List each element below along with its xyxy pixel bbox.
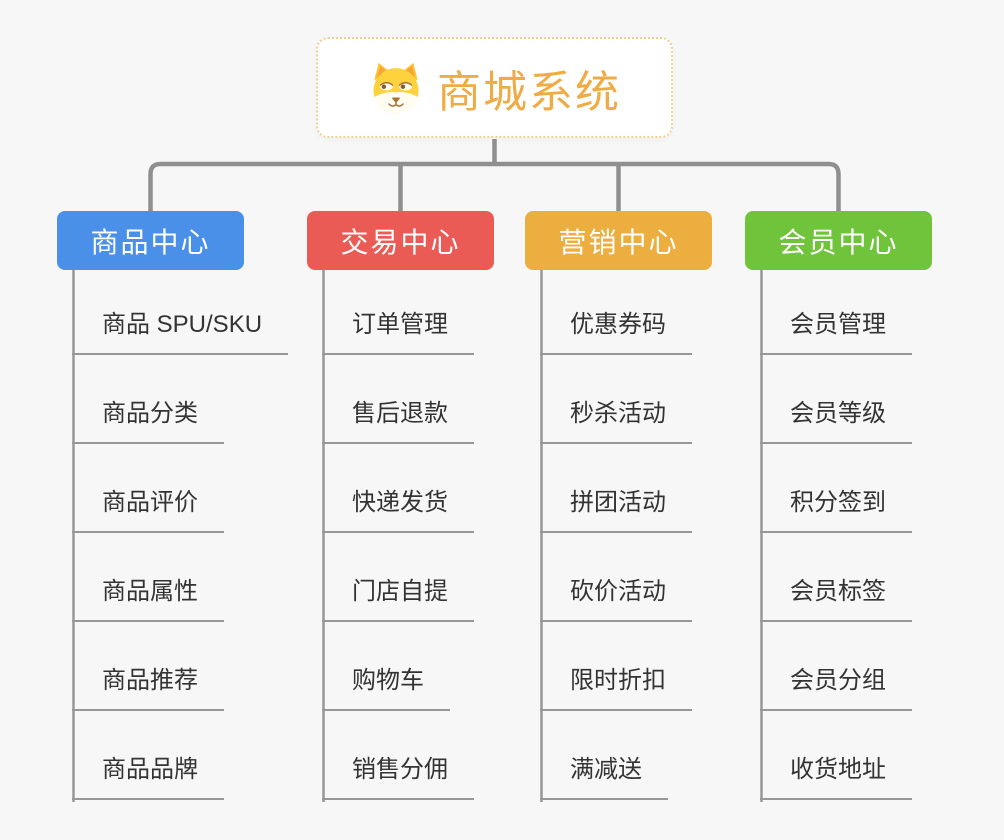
branch-header-marketing-center[interactable]: 营销中心 <box>525 211 712 270</box>
mindmap-node[interactable]: 积分签到 <box>760 486 912 533</box>
mindmap-node[interactable]: 优惠券码 <box>540 308 692 355</box>
mindmap-node[interactable]: 快递发货 <box>322 486 474 533</box>
mindmap-node[interactable]: 销售分佣 <box>322 753 474 800</box>
mindmap-node[interactable]: 商品评价 <box>72 486 224 533</box>
branch-header-member-center[interactable]: 会员中心 <box>745 211 932 270</box>
mindmap-node[interactable]: 商品属性 <box>72 575 224 622</box>
mindmap-node[interactable]: 限时折扣 <box>540 664 692 711</box>
mindmap-node[interactable]: 订单管理 <box>322 308 474 355</box>
branch-header-trade-center[interactable]: 交易中心 <box>307 211 494 270</box>
mindmap-node[interactable]: 砍价活动 <box>540 575 692 622</box>
branch-header-product-center[interactable]: 商品中心 <box>57 211 244 270</box>
dog-face-icon <box>373 62 419 113</box>
mindmap-node[interactable]: 购物车 <box>322 664 450 711</box>
mindmap-node[interactable]: 商品推荐 <box>72 664 224 711</box>
root-node[interactable]: 商城系统 <box>316 37 673 138</box>
mindmap-node[interactable]: 会员分组 <box>760 664 912 711</box>
mindmap-node[interactable]: 售后退款 <box>322 397 474 444</box>
mindmap-node[interactable]: 会员标签 <box>760 575 912 622</box>
mindmap-node[interactable]: 拼团活动 <box>540 486 692 533</box>
mindmap-node[interactable]: 秒杀活动 <box>540 397 692 444</box>
mindmap-node[interactable]: 商品 SPU/SKU <box>72 308 289 355</box>
mindmap-node[interactable]: 商品分类 <box>72 397 224 444</box>
mindmap-node[interactable]: 满减送 <box>540 753 668 800</box>
mindmap-node[interactable]: 会员等级 <box>760 397 912 444</box>
mindmap-node[interactable]: 门店自提 <box>322 575 474 622</box>
root-title: 商城系统 <box>437 67 621 117</box>
mindmap-node[interactable]: 收货地址 <box>760 753 912 800</box>
mindmap-node[interactable]: 商品品牌 <box>72 753 224 800</box>
mindmap-node[interactable]: 会员管理 <box>760 308 912 355</box>
